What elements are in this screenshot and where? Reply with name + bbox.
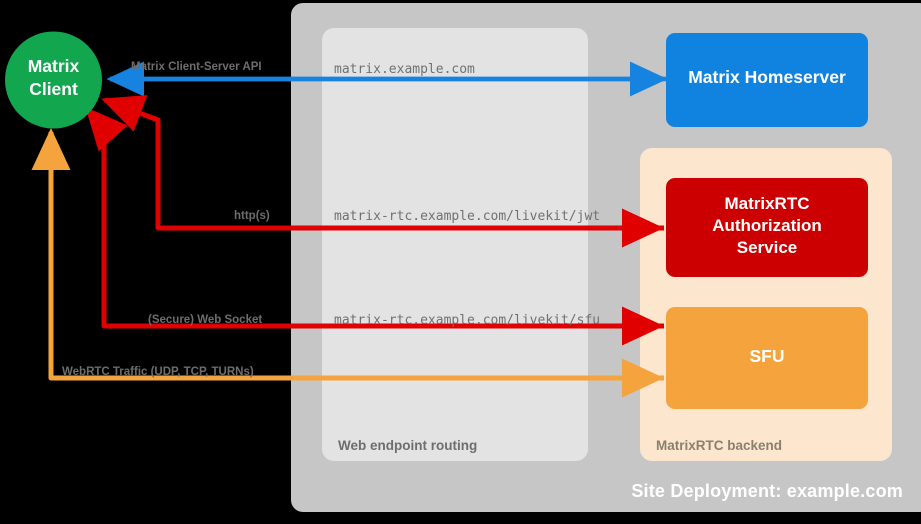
sfu-label: SFU	[749, 346, 785, 366]
web-endpoint-routing-panel	[322, 28, 588, 461]
edge-webrtc-media	[31, 127, 665, 398]
matrixrtc-auth-service-node	[666, 178, 868, 277]
matrixrtc-backend-label: MatrixRTC backend	[656, 438, 783, 453]
edge-label-matrix-cs-api: Matrix Client-Server API	[131, 61, 262, 73]
endpoint-livekit-jwt: matrix-rtc.example.com/livekit/jwt	[334, 209, 601, 224]
sfu-node	[666, 307, 868, 409]
endpoint-matrix-example-com: matrix.example.com	[334, 62, 475, 77]
edge-livekit-jwt	[101, 95, 665, 248]
edge-livekit-sfu	[85, 107, 665, 346]
matrix-client-label: Matrix Client	[27, 56, 80, 99]
matrix-homeserver-node	[666, 33, 868, 127]
edge-label-livekit-sfu: (Secure) Web Socket	[148, 314, 263, 326]
endpoint-livekit-sfu: matrix-rtc.example.com/livekit/sfu	[334, 313, 601, 328]
matrix-homeserver-label: Matrix Homeserver	[688, 67, 846, 87]
matrix-client-node	[5, 31, 102, 129]
edge-label-webrtc-media: WebRTC Traffic (UDP, TCP, TURNs)	[62, 366, 254, 378]
edge-label-livekit-jwt: http(s)	[234, 210, 270, 222]
matrixrtc-auth-service-label: MatrixRTC Authorization Service	[712, 194, 822, 257]
web-endpoint-routing-label: Web endpoint routing	[338, 438, 478, 453]
site-deployment-title: Site Deployment: example.com	[631, 481, 903, 501]
